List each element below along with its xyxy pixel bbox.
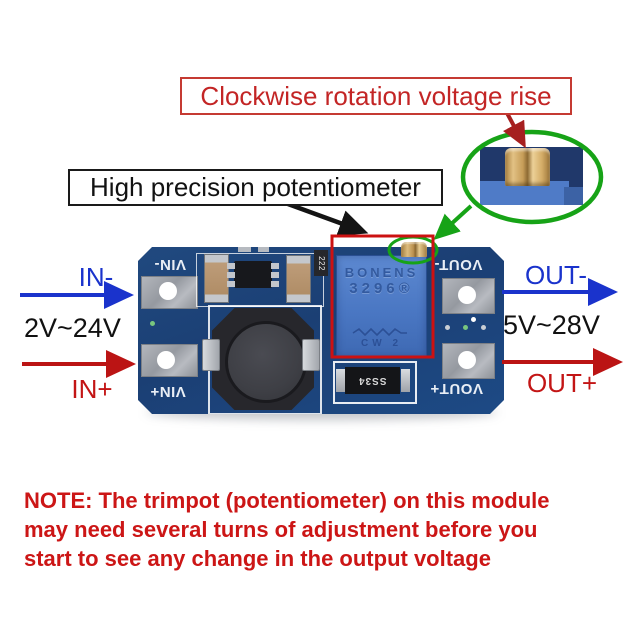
magnifier-pointer-line [433,204,473,241]
trimpot-brand: BONENS [344,265,419,280]
note-line-3: start to see any change in the output vo… [24,546,491,571]
ic-pin [271,263,279,269]
mounting-hole-vout-plus [458,351,476,369]
converter-ic-chip [234,261,272,288]
trimpot-brass-screw [401,242,427,257]
magnified-trimpot-photo [480,147,583,205]
silkscreen-vout-minus: VOUT- [434,256,483,273]
diode-terminal [401,369,410,392]
boost-converter-board: VIN- VOUT- VIN+ VOUT+ 222 BONENS [138,247,504,414]
inductor-terminal [202,339,220,371]
trimpot-wiper-symbol [351,327,411,337]
in-minus-label: IN- [78,262,114,292]
resistor-222: 222 [314,250,328,276]
brass-adjust-screw-magnified [505,148,550,186]
output-voltage-range: 5V~28V [503,310,600,340]
silkscreen-vout-plus: VOUT+ [430,380,483,397]
via-dot [471,317,476,322]
solder-pad-vin-plus [141,344,198,377]
potentiometer-callout-box: High precision potentiometer [68,169,443,206]
ic-pin [227,263,235,269]
solder-pad-vout-plus [442,343,495,379]
trimpot-edge [564,187,583,205]
callout-arrow-black [287,201,369,236]
mounting-hole-vin-plus [157,351,175,369]
silkscreen-vin-minus: VIN- [154,256,186,273]
via-dot [463,325,468,330]
ic-pin [227,281,235,287]
mounting-hole-vin-minus [159,282,177,300]
capacitor [204,254,229,303]
input-voltage-range: 2V~24V [24,313,121,343]
callout-arrow-red [502,112,526,149]
trimpot-3296: BONENS 3296® CW 2 [336,255,427,358]
edge-pad [238,247,251,252]
silkscreen-vin-plus: VIN+ [150,383,186,400]
mounting-hole-vout-minus [458,286,476,304]
ic-pin [227,272,235,278]
edge-pad [258,247,269,252]
in-plus-label: IN+ [71,374,113,404]
note-line-1: NOTE: The trimpot (potentiometer) on thi… [24,488,550,513]
capacitor [286,255,311,303]
out-plus-label: OUT+ [526,368,598,398]
inductor-terminal [302,339,320,371]
note-text: NOTE: The trimpot (potentiometer) on thi… [24,486,550,573]
trimpot-marking: CW 2 [361,338,402,349]
out-minus-label: OUT- [524,260,588,290]
note-line-2: may need several turns of adjustment bef… [24,517,538,542]
inductor [212,308,314,410]
top-callout-box: Clockwise rotation voltage rise [180,77,572,115]
diode-terminal [336,369,345,392]
ic-pin [271,281,279,287]
diode-ss34: SS34 [345,367,400,394]
via-dot [445,325,450,330]
via-dot [481,325,486,330]
ic-pin [271,272,279,278]
trimpot-model: 3296® [349,280,414,297]
via-dot [150,321,155,326]
diode-silkscreen [333,361,417,404]
inductor-core [225,321,307,403]
